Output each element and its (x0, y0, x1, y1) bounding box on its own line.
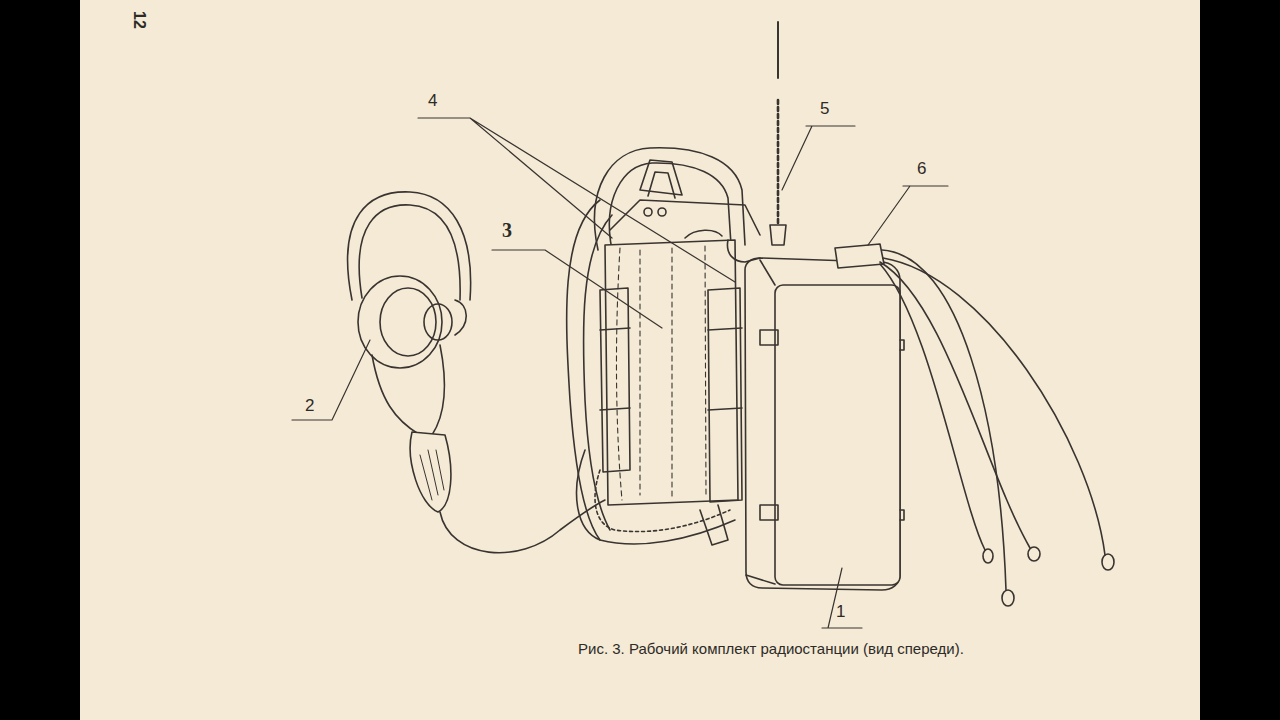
callout-number: 5 (820, 100, 829, 117)
page-number: 12 (131, 11, 147, 29)
figure-caption: Рис. 3. Рабочий комплект радиостанции (в… (578, 641, 964, 656)
callout-number: 2 (305, 397, 314, 414)
callout-number: 1 (836, 603, 845, 620)
callout-number: 4 (428, 92, 437, 109)
callout-number: 6 (917, 160, 926, 177)
callout-number: 3 (502, 220, 512, 240)
